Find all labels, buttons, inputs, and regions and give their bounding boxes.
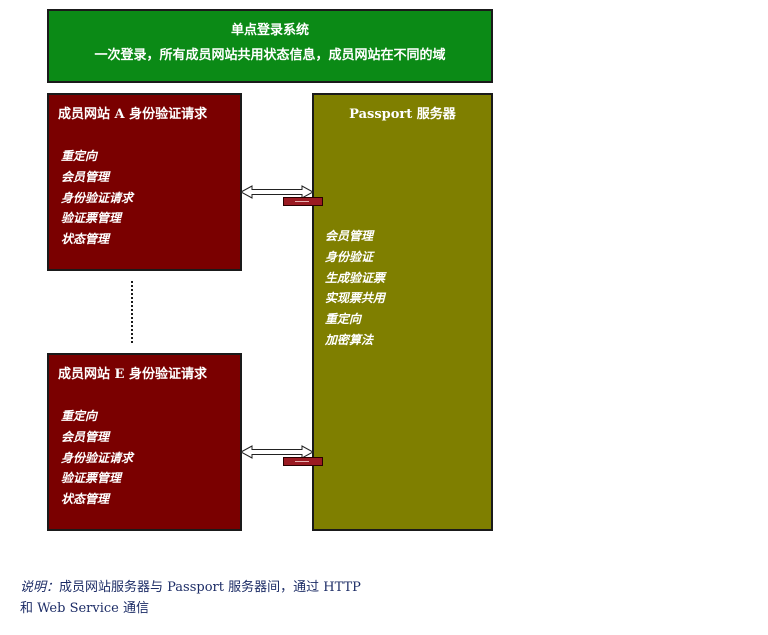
list-item: 重定向 xyxy=(61,149,98,163)
list-item: 重定向 xyxy=(325,312,362,327)
passport-server-title: Passport 服务器 xyxy=(349,107,456,122)
note-text-1: 成员网站服务器与 Passport 服务器间，通过 HTTP xyxy=(59,580,361,595)
list-item: 会员管理 xyxy=(325,229,374,243)
passport-server-list: 会员管理 身份验证 生成验证票 实现票共用 重定向 加密算法 xyxy=(325,226,385,351)
connector-port-a xyxy=(283,197,323,206)
list-item: 生成验证票 xyxy=(325,270,386,285)
list-item: 会员管理 xyxy=(61,169,110,184)
dotted-separator xyxy=(131,281,133,343)
note-text-2: 和 Web Service 通信 xyxy=(20,601,150,616)
list-item: 加密算法 xyxy=(325,332,374,347)
member-site-a-box: 成员网站 A 身份验证请求 重定向 会员管理 身份验证请求 验证票管理 状态管理 xyxy=(47,93,242,271)
list-item: 验证票管理 xyxy=(61,471,122,486)
header-title: 单点登录系统 xyxy=(230,23,309,38)
note-line-1: 说明：成员网站服务器与 Passport 服务器间，通过 HTTP xyxy=(20,577,361,598)
note: 说明：成员网站服务器与 Passport 服务器间，通过 HTTP 和 Web … xyxy=(20,577,361,619)
list-item: 会员管理 xyxy=(61,429,110,444)
header-subtitle: 一次登录，所有成员网站共用状态信息，成员网站在不同的域 xyxy=(94,48,446,63)
member-site-e-box: 成员网站 E 身份验证请求 重定向 会员管理 身份验证请求 验证票管理 状态管理 xyxy=(47,353,242,531)
list-item: 状态管理 xyxy=(61,492,110,507)
double-arrow-e-icon xyxy=(240,445,314,459)
list-item: 状态管理 xyxy=(61,232,110,247)
list-item: 身份验证 xyxy=(325,249,374,264)
member-site-e-title: 成员网站 E 身份验证请求 xyxy=(58,367,207,382)
member-site-a-list: 重定向 会员管理 身份验证请求 验证票管理 状态管理 xyxy=(61,146,240,250)
list-item: 身份验证请求 xyxy=(61,190,134,205)
list-item: 身份验证请求 xyxy=(61,450,134,465)
member-site-a-title: 成员网站 A 身份验证请求 xyxy=(58,107,208,122)
list-item: 实现票共用 xyxy=(325,291,386,306)
member-site-e-list: 重定向 会员管理 身份验证请求 验证票管理 状态管理 xyxy=(61,406,240,510)
double-arrow-a-icon xyxy=(240,185,314,199)
list-item: 验证票管理 xyxy=(61,211,122,226)
connector-port-e xyxy=(283,457,323,466)
sso-header-box: 单点登录系统 一次登录，所有成员网站共用状态信息，成员网站在不同的域 xyxy=(47,9,493,83)
note-label: 说明： xyxy=(20,580,60,595)
list-item: 重定向 xyxy=(61,409,98,423)
passport-server-box: Passport 服务器 会员管理 身份验证 生成验证票 实现票共用 重定向 加… xyxy=(312,93,493,531)
